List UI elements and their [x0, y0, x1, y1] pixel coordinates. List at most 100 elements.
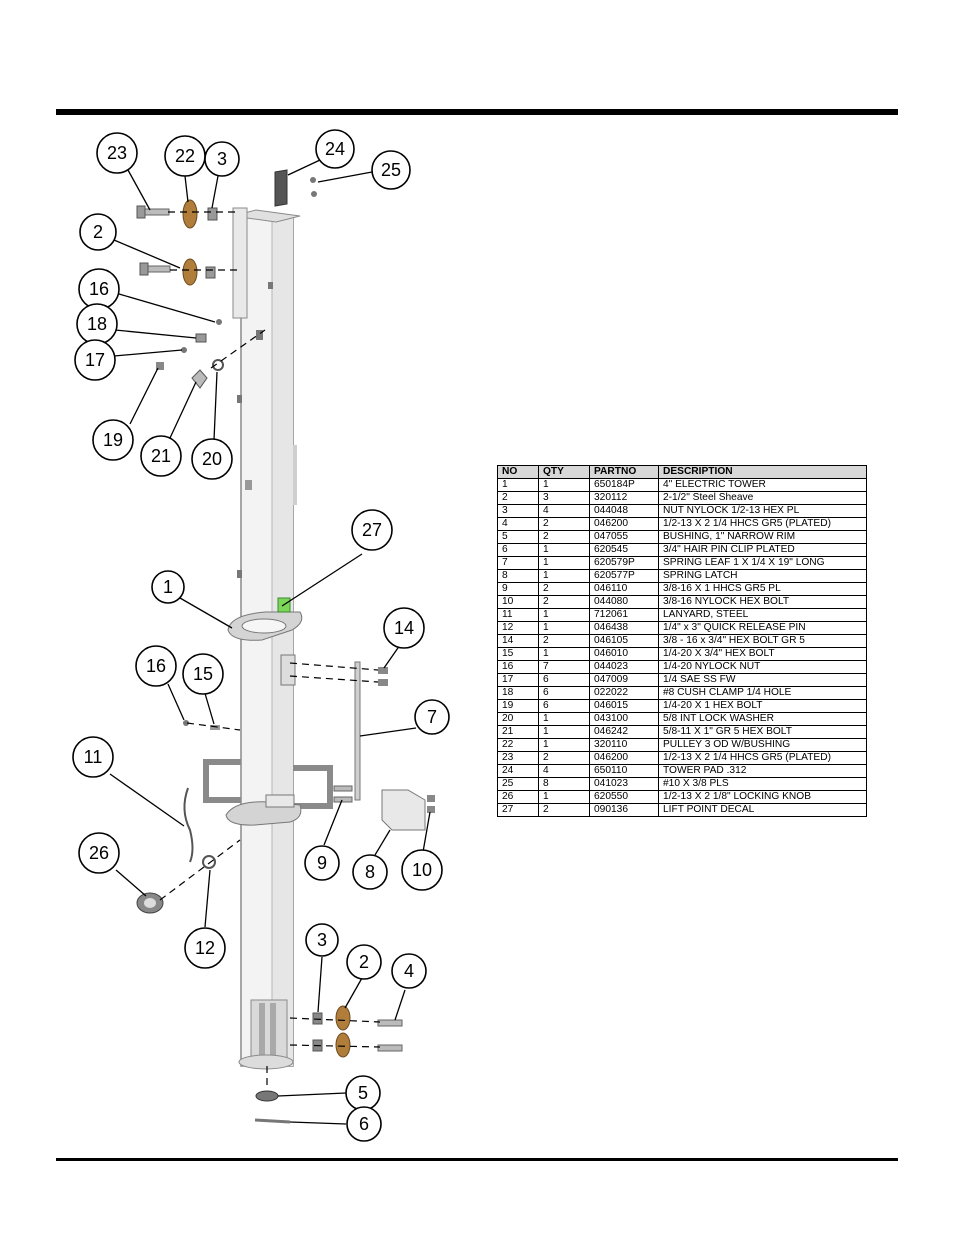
- cell-qty: 4: [538, 764, 590, 778]
- callout-21: 21: [140, 435, 182, 477]
- svg-text:17: 17: [85, 350, 105, 370]
- cell-qty: 2: [538, 530, 590, 544]
- cell-no: 2: [497, 491, 539, 505]
- hardware: [136, 169, 435, 1124]
- cell-no: 22: [497, 738, 539, 752]
- svg-text:23: 23: [107, 143, 127, 163]
- mount-bracket: [280, 654, 296, 686]
- callout-2: 2: [79, 213, 117, 251]
- cell-partno: 046105: [589, 634, 659, 648]
- callout-17: 17: [74, 339, 116, 381]
- cell-partno: 320110: [589, 738, 659, 752]
- callout-3-lower: 3: [305, 923, 339, 957]
- cell-partno: 046015: [589, 699, 659, 713]
- svg-text:19: 19: [103, 430, 123, 450]
- cell-qty: 4: [538, 504, 590, 518]
- cell-partno: 041023: [589, 777, 659, 791]
- cell-description: LANYARD, STEEL: [658, 608, 867, 622]
- svg-text:8: 8: [365, 862, 375, 882]
- svg-text:3: 3: [317, 930, 327, 950]
- svg-text:2: 2: [93, 222, 103, 242]
- cell-qty: 1: [538, 712, 590, 726]
- callout-3: 3: [204, 141, 240, 177]
- cell-qty: 1: [538, 647, 590, 661]
- cell-qty: 1: [538, 608, 590, 622]
- top-rule: [56, 109, 898, 115]
- cell-description: 3/8-16 X 1 HHCS GR5 PL: [658, 582, 867, 596]
- header-qty: QTY: [538, 465, 590, 479]
- cell-description: BUSHING, 1" NARROW RIM: [658, 530, 867, 544]
- svg-text:9: 9: [317, 853, 327, 873]
- svg-text:18: 18: [87, 314, 107, 334]
- callout-11: 11: [72, 736, 114, 778]
- cell-qty: 1: [538, 725, 590, 739]
- cell-no: 18: [497, 686, 539, 700]
- cell-description: 1/4 SAE SS FW: [658, 673, 867, 687]
- cell-no: 10: [497, 595, 539, 609]
- cell-description: SPRING LATCH: [658, 569, 867, 583]
- callout-10: 10: [401, 849, 443, 891]
- cell-partno: 620545: [589, 543, 659, 557]
- cell-partno: 044023: [589, 660, 659, 674]
- cell-description: 5/8-11 X 1" GR 5 HEX BOLT: [658, 725, 867, 739]
- cell-no: 25: [497, 777, 539, 791]
- svg-text:6: 6: [359, 1114, 369, 1134]
- callout-24: 24: [315, 129, 355, 169]
- svg-text:20: 20: [202, 449, 222, 469]
- svg-text:12: 12: [195, 938, 215, 958]
- svg-text:7: 7: [427, 707, 437, 727]
- svg-text:16: 16: [89, 279, 109, 299]
- cell-description: #8 CUSH CLAMP 1/4 HOLE: [658, 686, 867, 700]
- cell-description: NUT NYLOCK 1/2-13 HEX PL: [658, 504, 867, 518]
- cell-qty: 2: [538, 517, 590, 531]
- cell-no: 23: [497, 751, 539, 765]
- cell-no: 5: [497, 530, 539, 544]
- callout-12: 12: [184, 927, 226, 969]
- cell-qty: 1: [538, 790, 590, 804]
- lift-collar: [227, 611, 303, 641]
- cell-description: 1/4-20 NYLOCK NUT: [658, 660, 867, 674]
- tower-handle: [203, 759, 333, 826]
- table-header-row: NO QTY PARTNO DESCRIPTION: [497, 465, 867, 479]
- cell-no: 27: [497, 803, 539, 817]
- cell-no: 16: [497, 660, 539, 674]
- cell-partno: 046438: [589, 621, 659, 635]
- bottom-rule: [56, 1158, 898, 1161]
- cell-qty: 3: [538, 491, 590, 505]
- cell-partno: 650110: [589, 764, 659, 778]
- cell-qty: 1: [538, 738, 590, 752]
- callout-25: 25: [371, 150, 411, 190]
- cell-no: 26: [497, 790, 539, 804]
- cell-description: TOWER PAD .312: [658, 764, 867, 778]
- callout-16-lower: 16: [135, 645, 177, 687]
- svg-text:11: 11: [84, 747, 103, 767]
- callout-26: 26: [78, 832, 120, 874]
- callout-6: 6: [346, 1106, 382, 1142]
- svg-text:21: 21: [151, 446, 171, 466]
- cell-partno: 046110: [589, 582, 659, 596]
- header-description: DESCRIPTION: [658, 465, 867, 479]
- callout-20: 20: [191, 438, 233, 480]
- cell-description: #10 X 3/8 PLS: [658, 777, 867, 791]
- cell-qty: 6: [538, 673, 590, 687]
- cell-description: 1/2-13 X 2 1/4 HHCS GR5 (PLATED): [658, 751, 867, 765]
- callout-14: 14: [383, 607, 425, 649]
- cell-qty: 1: [538, 569, 590, 583]
- cell-partno: 650184P: [589, 478, 659, 492]
- cell-partno: 620550: [589, 790, 659, 804]
- cell-no: 17: [497, 673, 539, 687]
- cell-qty: 2: [538, 634, 590, 648]
- cell-description: 1/2-13 X 2 1/4 HHCS GR5 (PLATED): [658, 517, 867, 531]
